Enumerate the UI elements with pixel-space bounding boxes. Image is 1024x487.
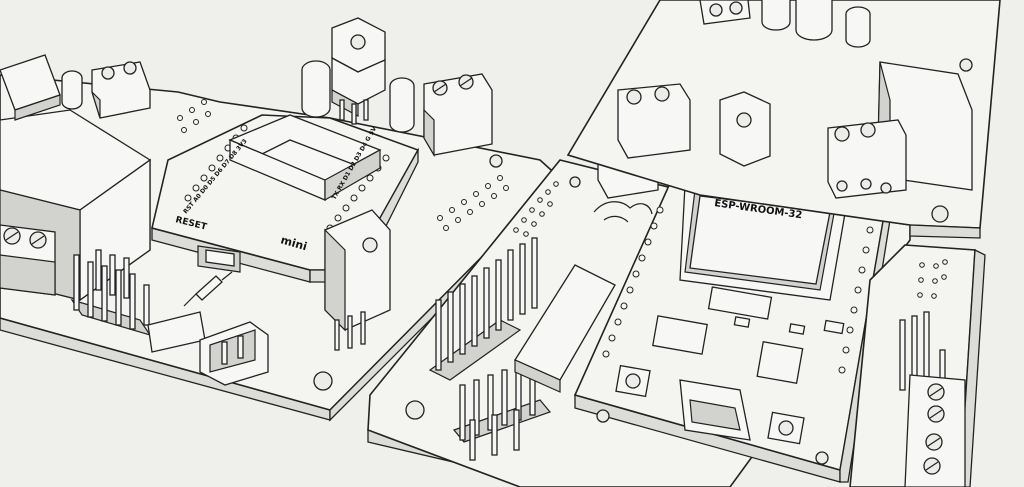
- terminal-block-icon: [91, 61, 151, 119]
- mounting-hole: [931, 205, 949, 223]
- mounting-hole: [569, 176, 581, 188]
- right-lower-board: [849, 244, 986, 487]
- center-esp32-board: ESP-WROOM-32: [367, 127, 911, 487]
- pin-header-icon: [452, 359, 552, 461]
- mounting-hole: [959, 58, 973, 72]
- mounting-hole: [489, 154, 503, 168]
- esp-wroom-32-module: ESP-WROOM-32: [679, 177, 849, 301]
- header-holes: [177, 99, 509, 231]
- terminal-block-icon: [423, 73, 493, 158]
- mounting-hole: [596, 409, 610, 423]
- smd-components: [652, 286, 845, 384]
- pin-header-icon: [428, 237, 538, 381]
- espressif-logo-icon: [593, 201, 653, 223]
- button-icon: [767, 411, 805, 445]
- header-holes: [513, 181, 559, 237]
- usb-port-icon: [197, 245, 241, 273]
- esp32-pin-pads: [602, 206, 874, 374]
- mounting-hole: [815, 451, 829, 465]
- capacitor-icon: [845, 6, 871, 48]
- pin-header-icon: [70, 249, 152, 337]
- terminal-block-icon: [904, 374, 966, 487]
- jst-connector-icon: [147, 311, 269, 386]
- capacitor-icon: [61, 70, 83, 110]
- button-icon: [615, 364, 651, 398]
- terminal-block-icon: [0, 224, 56, 296]
- terminal-block-icon: [699, 0, 751, 25]
- resistor-icon: [183, 271, 233, 307]
- wifi-module-icon: [228, 114, 382, 202]
- mounting-hole: [313, 371, 333, 391]
- voltage-regulator-icon: [331, 17, 386, 125]
- capacitor-icon: [761, 0, 791, 31]
- usb-port-icon: [679, 379, 751, 441]
- dip-ic-icon: [514, 264, 616, 393]
- top-right-board: [566, 0, 1001, 239]
- mounting-hole: [405, 400, 425, 420]
- voltage-regulator-icon: [0, 54, 61, 121]
- capacitor-icon: [301, 60, 331, 118]
- capacitor-icon: [795, 0, 833, 41]
- header-holes: [917, 259, 948, 299]
- terminal-block-icon: [617, 83, 691, 159]
- capacitor-icon: [389, 77, 415, 133]
- terminal-block-icon: [827, 119, 907, 199]
- voltage-regulator-icon: [719, 91, 771, 167]
- wemos-pin-pads-right: [326, 154, 390, 232]
- voltage-regulator-icon: [324, 209, 391, 351]
